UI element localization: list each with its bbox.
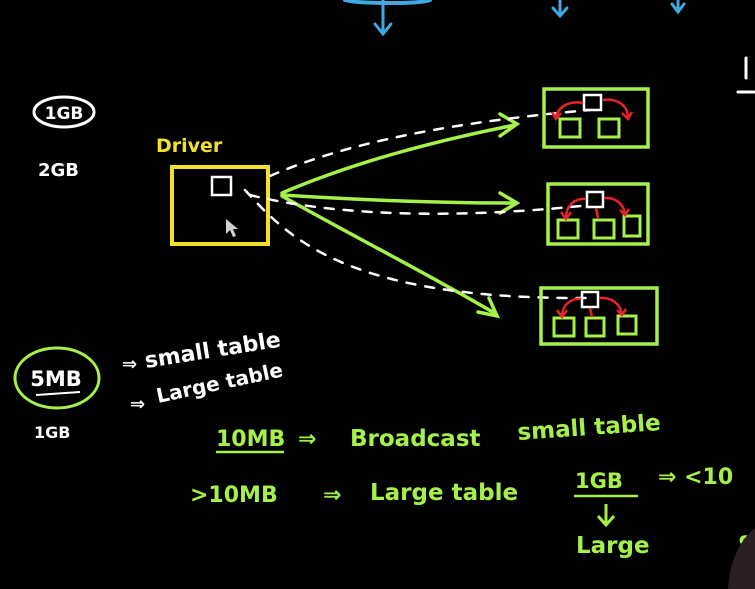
- circled-5mb-outline: [13, 346, 101, 410]
- executor-box-1: [542, 87, 650, 149]
- driver-block: [210, 175, 233, 197]
- rule2-tail: ⇒ <10: [658, 465, 733, 490]
- note-1gb: 1GB: [45, 104, 84, 124]
- note-5mb: 5MB: [30, 367, 82, 391]
- top-blue-arrows: [343, 0, 686, 37]
- note-1gb-lower: 1GB: [34, 423, 70, 442]
- executor-box-3: [539, 286, 659, 346]
- note-5mb-arrow: ⇒: [122, 354, 137, 375]
- executor-box-2: [546, 182, 650, 246]
- presenter-silhouette: [728, 528, 755, 589]
- rule1-arrow: ⇒: [298, 427, 316, 452]
- executor-3-task-2: [584, 316, 606, 338]
- green-arrows: [280, 112, 521, 319]
- rule1-action: Broadcast: [350, 426, 481, 452]
- circled-1gb-outline: [32, 95, 96, 129]
- executor-3-broadcast-block: [580, 290, 600, 309]
- note-1gb-arrow: ⇒: [130, 394, 145, 415]
- executor-3-task-1: [552, 316, 576, 338]
- executor-1-task-1: [558, 117, 582, 139]
- executor-2-task-3: [622, 214, 642, 238]
- executor-1-task-2: [597, 117, 621, 139]
- executor-3-task-3: [616, 314, 638, 336]
- executor-1-broadcast-block: [582, 93, 603, 112]
- note-5mb-underline: [35, 391, 81, 396]
- executor-2-task-2: [592, 218, 616, 240]
- executor-2-task-1: [556, 218, 580, 240]
- rule1-target: small table: [517, 410, 662, 446]
- rule2-down-arrow: [596, 504, 616, 528]
- cursor-icon: [226, 219, 238, 237]
- right-edge-marks: [736, 56, 755, 94]
- rule2-target: Large table: [370, 480, 518, 506]
- rule2-size: >10MB: [190, 483, 278, 508]
- executor-2-broadcast-block: [585, 190, 605, 209]
- rule1-size: 10MB: [216, 427, 285, 452]
- driver-label: Driver: [156, 135, 223, 157]
- dashed-return-paths: [243, 108, 592, 300]
- rule2-example-result: Large: [576, 533, 650, 559]
- rule2-arrow: ⇒: [323, 483, 341, 508]
- driver-box: [170, 165, 270, 246]
- note-2gb: 2GB: [38, 160, 79, 181]
- rule2-example-size: 1GB: [575, 469, 623, 493]
